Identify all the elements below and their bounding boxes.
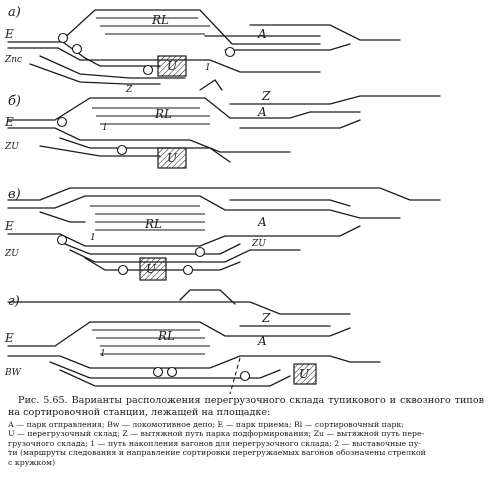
caption-title: Рис. 5.65. Варианты расположения перегру… [8,395,484,418]
track-1-label-a: 1 [205,63,211,73]
track-1-label-v: 1 [90,233,96,243]
track-u-label-g: U [299,367,310,381]
track-e-label-g: E [4,331,14,345]
variant-b: б) E RL A ZU U Z 1 [4,79,441,169]
track-e-label-b: E [4,115,14,129]
track-u-label-b: U [167,151,178,165]
warehouse-u-a [157,55,187,77]
station-layout-diagram: а) E RL A Zпс U Z 1 б) E [4,5,441,395]
track-z-label-a: Z [125,85,133,95]
track-e-label-v: E [4,219,14,233]
track-zu-label-b: ZU [4,142,19,152]
caption-legend-line: грузочного склада; 1 — путь накопления в… [8,438,422,448]
variant-v: в) E RL A ZU ZU U 1 [4,187,441,281]
track-bw-label-g: BW [4,368,22,378]
track-u-label-v: U [146,262,157,276]
track-zps-label-a: Zпс [4,55,22,65]
warehouse-u-b [157,147,187,169]
caption-legend-line: А — парк отправления; Bw — локомотивное … [8,420,404,429]
track-rl-label-a: RL [151,13,169,27]
track-a-label-g: A [257,334,267,348]
track-rl-label-v: RL [144,217,162,231]
variant-a: а) E RL A Zпс U Z 1 [4,5,401,95]
track-u-label-a: U [167,59,178,73]
caption-legend-line: U — перегрузочный склад; Z — вытяжной пу… [8,429,425,439]
track-zu-label-v: ZU [4,249,19,259]
track-1-label-b: 1 [102,123,108,133]
track-z-label-b: Z [261,89,271,103]
track-a-label-v: A [257,215,267,229]
warehouse-u-g [293,363,317,385]
track-z-label-g: Z [261,311,271,325]
track-a-label-b: A [257,105,267,119]
track-1-label-g: 1 [100,349,106,359]
track-e-label-a: E [4,27,14,41]
track-a-label-a: A [257,27,267,41]
track-zu-right-label-v: ZU [251,239,266,249]
track-rl-label-b: RL [154,107,172,121]
variant-g: г) E RL A BW U Z 1 [4,289,381,395]
caption-legend-line: ти (маршруты следования и направление со… [8,448,426,458]
track-rl-label-g: RL [157,329,175,343]
variant-b-label: б) [8,94,21,109]
caption-legend-line: с кружком) [8,457,56,467]
variant-a-label: а) [8,5,21,20]
warehouse-u-v [139,257,167,281]
figure-caption: Рис. 5.65. Варианты расположения перегру… [8,395,484,482]
variant-v-label: в) [8,187,21,202]
